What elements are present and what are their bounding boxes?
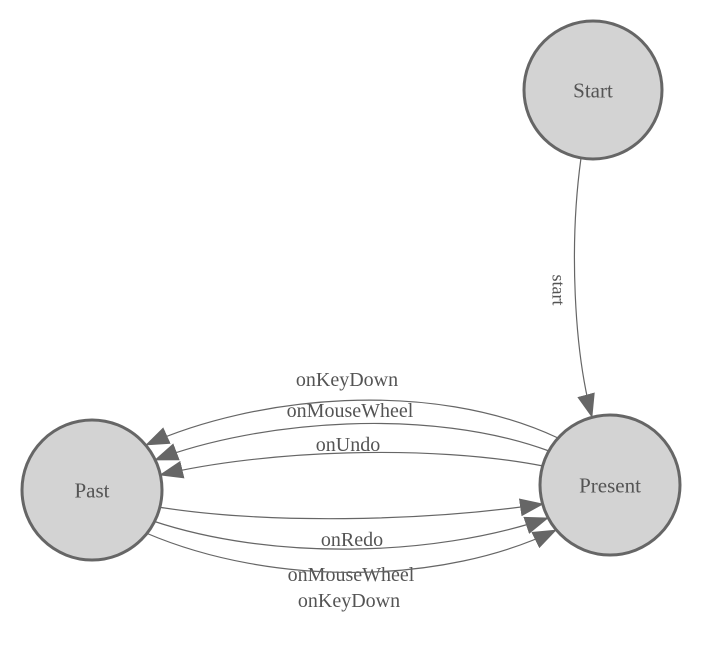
node-past-label: Past — [74, 478, 109, 502]
edge-line-onmousewheel-top — [154, 422, 550, 461]
edge-label-onkeydown-bottom: onKeyDown — [298, 590, 400, 612]
node-past-circle — [20, 418, 164, 562]
edge-line-onkeydown-bottom — [145, 529, 557, 574]
edge-past-to-present-onkeydown: onKeyDown — [145, 529, 557, 612]
edge-line-onmousewheel-bottom — [152, 516, 549, 550]
edge-label-onmousewheel-top: onMouseWheel — [287, 400, 414, 422]
edge-line-onundo — [159, 451, 544, 479]
node-present-label: Present — [579, 473, 641, 497]
edge-line-start — [573, 157, 595, 418]
edge-present-to-past-onmousewheel: onMouseWheel — [154, 400, 550, 461]
edge-past-to-present-onmousewheel: onMouseWheel — [152, 516, 549, 586]
node-start-circle — [522, 19, 664, 161]
node-start: Start — [522, 19, 664, 161]
edge-label-onkeydown-top: onKeyDown — [296, 369, 398, 391]
edge-past-to-present-onredo: onRedo — [157, 498, 544, 551]
node-present-circle — [538, 413, 682, 557]
node-past: Past — [20, 418, 164, 562]
edge-line-onkeydown-top — [145, 399, 559, 446]
node-start-label: Start — [573, 78, 613, 102]
edge-start-to-present: start — [549, 157, 595, 418]
edge-present-to-past-onkeydown: onKeyDown — [145, 369, 559, 446]
edge-label-onundo: onUndo — [316, 434, 380, 456]
edge-label-start: start — [549, 275, 569, 306]
node-present: Present — [538, 413, 682, 557]
edge-label-onmousewheel-bottom: onMouseWheel — [288, 564, 415, 586]
edge-label-onredo: onRedo — [321, 529, 383, 551]
edge-line-onredo — [157, 498, 544, 520]
edge-present-to-past-onundo: onUndo — [159, 434, 544, 479]
